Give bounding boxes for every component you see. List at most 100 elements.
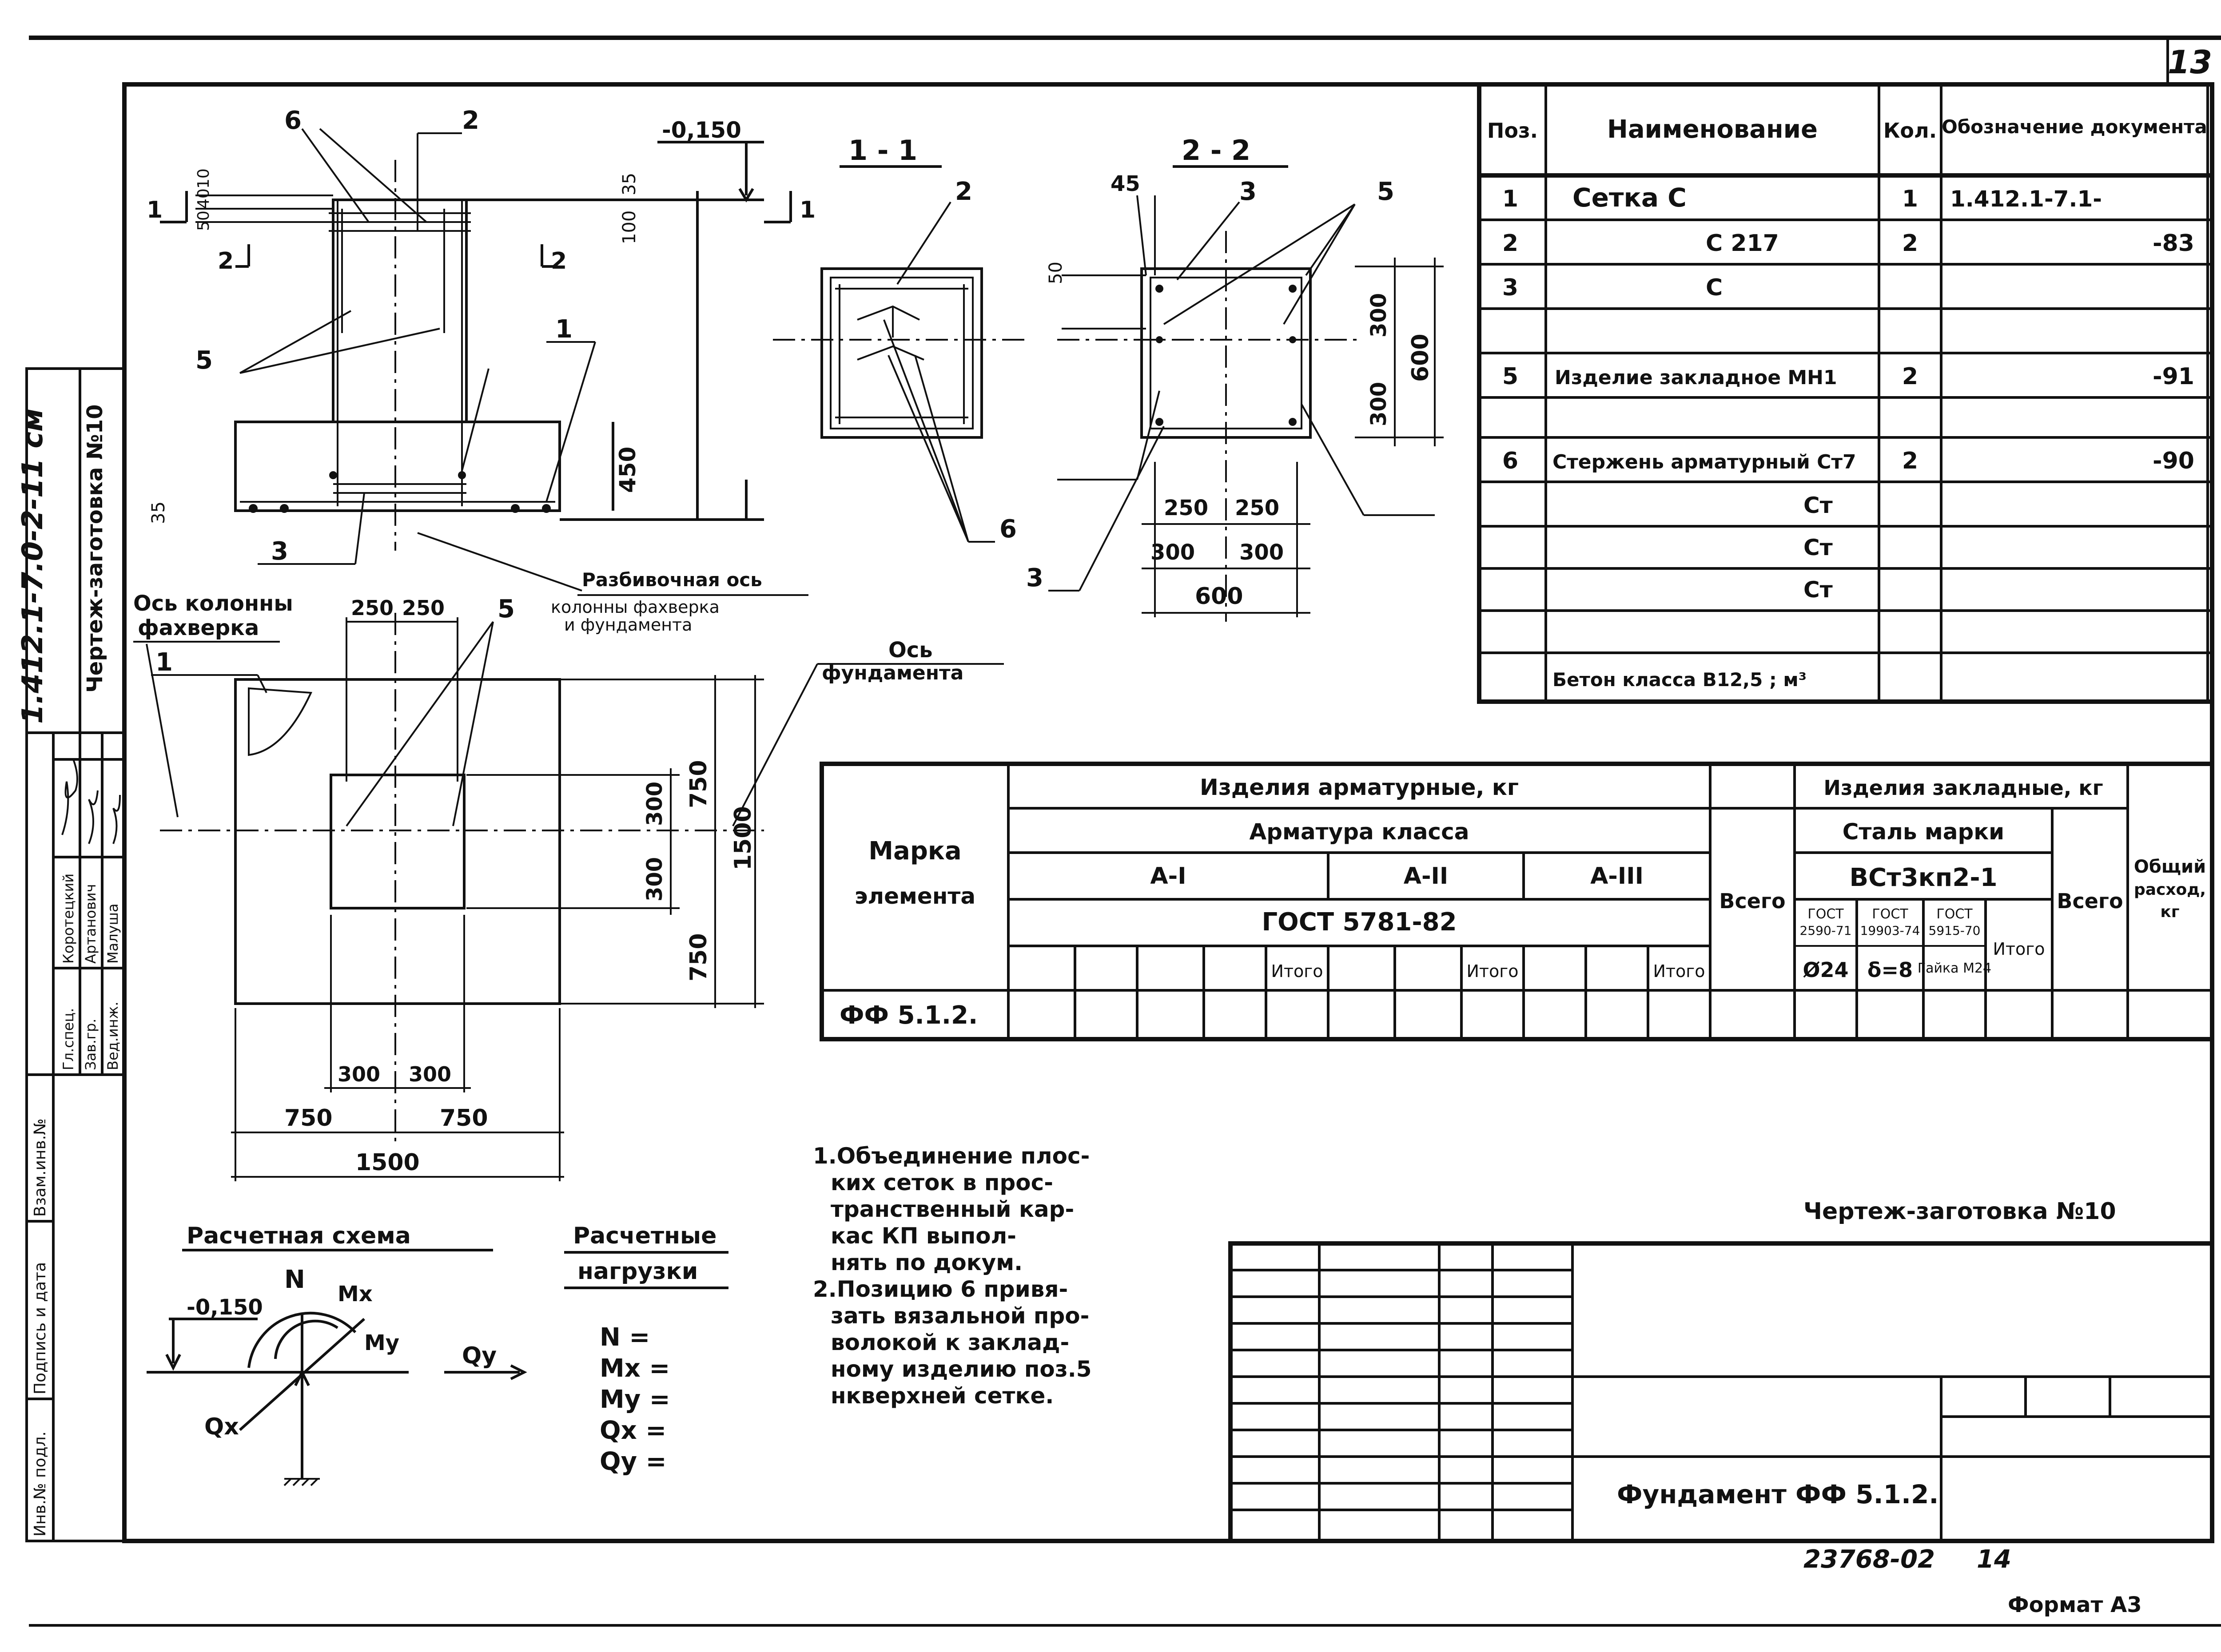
load-Qy: Qy = xyxy=(600,1447,667,1476)
steel-item-dia24: Ø24 xyxy=(1803,958,1848,982)
load-Mx: Mx = xyxy=(600,1354,670,1383)
section-2-2-callout-3-top: 3 xyxy=(1239,177,1257,206)
steel-gost: ГОСТ 5781-82 xyxy=(1262,908,1457,937)
steel-row-mark: ФФ 5.1.2. xyxy=(840,1001,978,1030)
design-scheme-level: -0,150 xyxy=(187,1295,263,1320)
plan-dim-right-1500: 1500 xyxy=(730,806,756,870)
section-1-1-title: 1 - 1 xyxy=(848,134,917,167)
elevation-view: -0,150 1 1 2 2 6 2 5 1 3 40 50 10 35 10 xyxy=(147,106,816,635)
spec-header-doc: Обозначение документа xyxy=(1942,116,2207,138)
elevation-dim-40: 40 xyxy=(195,188,213,209)
plan-dim-top-250-b: 250 xyxy=(402,596,445,620)
plan-dim-right-300-a: 300 xyxy=(642,782,667,826)
plan-callout-5: 5 xyxy=(498,595,515,623)
spec-row-1-doc: 1.412.1-7.1- xyxy=(1950,186,2102,212)
plan-callout-1: 1 xyxy=(155,648,173,677)
steel-overall-1: Общий xyxy=(2134,857,2206,877)
section-2-2-title: 2 - 2 xyxy=(1182,134,1250,167)
spec-row-5-doc: -91 xyxy=(2153,363,2194,390)
section-2-2-dim-250-b: 250 xyxy=(1235,496,1279,520)
plan-dim-right-750-a: 750 xyxy=(685,760,712,808)
steel-item-nut: Гайка М24 xyxy=(1918,961,1991,976)
section-2-2-callout-5: 5 xyxy=(1377,177,1394,206)
note-line-6: 2.Позицию 6 привя- xyxy=(813,1276,1068,1302)
spec-row-1-qty: 1 xyxy=(1902,186,1918,212)
section-2-2-callout-3-bottom: 3 xyxy=(1026,564,1043,592)
loads-block: Расчетные нагрузки N = Mx = My = Qx = Qy… xyxy=(564,1223,728,1476)
section-2-2-dim-300-a: 300 xyxy=(1366,293,1391,338)
spec-row-lines xyxy=(1479,218,2212,654)
section-2-2-dim-50: 50 xyxy=(1046,262,1066,284)
steel-class-a1: A-I xyxy=(1150,863,1186,890)
steel-grade-header: Сталь марки xyxy=(1843,819,2004,845)
footer-format: Формат А3 xyxy=(2008,1592,2142,1617)
note-line-2: ких сеток в прос- xyxy=(831,1170,1053,1195)
steel-overall-2: расход, xyxy=(2134,881,2206,899)
load-Qx: Qx = xyxy=(600,1416,666,1445)
plan-dim-bottom-300-b: 300 xyxy=(409,1062,451,1086)
elevation-level-label: -0,150 xyxy=(662,117,741,143)
design-scheme-title: Расчетная схема xyxy=(187,1223,411,1249)
side-stamp-role-1: Гл.спец. xyxy=(60,1008,77,1070)
steel-gost-col-2-a: ГОСТ xyxy=(1872,906,1908,922)
side-stamp-field-inv: Инв.№ подл. xyxy=(31,1431,49,1537)
spec-row-2-doc: -83 xyxy=(2153,230,2194,257)
steel-total-a2: Итого xyxy=(1466,961,1518,981)
side-stamp-field-sign: Подпись и дата xyxy=(31,1262,49,1394)
side-stamp-name-1: Коротецкий xyxy=(60,874,77,964)
spec-row-6-pos: 6 xyxy=(1502,448,1518,474)
side-stamp-role-3: Вед.инж. xyxy=(104,1001,121,1070)
spec-row-3-name: С xyxy=(1706,274,1723,301)
sheet-number: 13 xyxy=(2168,44,2212,81)
spec-row-st-3: Ст xyxy=(1803,577,1833,603)
title-block: Чертеж-заготовка №10 Фундамент ФФ 5.1.2. xyxy=(1228,1198,2214,1543)
steel-rebar-header: Изделия арматурные, кг xyxy=(1200,774,1519,800)
axis-note-line-3: и фундамента xyxy=(564,615,692,635)
spec-row-5-pos: 5 xyxy=(1502,363,1518,390)
design-scheme: Расчетная схема -0,150 N Mx My Qy Qx xyxy=(147,1223,527,1486)
spec-row-2-qty: 2 xyxy=(1902,230,1918,257)
spec-row-st-2: Ст xyxy=(1803,535,1833,560)
spec-row-concrete: Бетон класса В12,5 ; м³ xyxy=(1552,669,1807,691)
steel-gost-col-1-a: ГОСТ xyxy=(1807,906,1844,922)
plan-dim-bottom-750-a: 750 xyxy=(284,1105,333,1132)
section-mark-2-right: 2 xyxy=(551,248,567,274)
spec-header-qty: Кол. xyxy=(1883,119,1937,143)
spec-row-3-pos: 3 xyxy=(1502,274,1518,301)
steel-gost-col-3-b: 5915-70 xyxy=(1929,923,1981,938)
steel-grade: ВСт3кп2-1 xyxy=(1849,863,1997,892)
note-line-3: транственный кар- xyxy=(831,1196,1074,1222)
steel-total-a3: Итого xyxy=(1653,961,1705,981)
side-stamp-title: Чертеж-заготовка №10 xyxy=(83,405,107,693)
design-scheme-My: My xyxy=(364,1330,399,1355)
steel-class-a2: A-II xyxy=(1404,863,1449,890)
elevation-callout-3: 3 xyxy=(271,537,288,566)
spec-row-1-name: Сетка С xyxy=(1572,183,1687,213)
steel-mark-header-2: элемента xyxy=(855,883,975,909)
steel-class-a3: A-III xyxy=(1590,863,1644,890)
side-stamp: 1.412.1-7.0-2-11 см Чертеж-заготовка №10… xyxy=(16,367,126,1542)
spec-row-1-pos: 1 xyxy=(1502,186,1518,212)
load-My: My = xyxy=(600,1385,670,1414)
section-2-2-callout-45: 45 xyxy=(1110,171,1140,196)
signature-1 xyxy=(61,759,78,835)
plan-axis-foundation-2: фундамента xyxy=(822,662,963,684)
axis-note-line-1: Разбивочная ось xyxy=(582,569,762,591)
spec-row-st-1: Ст xyxy=(1803,492,1833,518)
side-stamp-name-2: Артанович xyxy=(82,884,99,964)
section-1-1-callout-6: 6 xyxy=(999,515,1017,544)
spec-row-5-name: Изделие закладное МН1 xyxy=(1555,366,1837,389)
elevation-callout-2: 2 xyxy=(462,106,479,135)
elevation-callout-6: 6 xyxy=(284,106,302,135)
steel-overall-3: кг xyxy=(2160,903,2179,921)
steel-gost-col-3-a: ГОСТ xyxy=(1936,906,1973,922)
steel-embedded-total: Итого xyxy=(1993,939,2045,959)
note-line-5: нять по докум. xyxy=(831,1250,1023,1275)
steel-embedded-header: Изделия закладные, кг xyxy=(1823,776,2103,800)
steel-gost-col-2-b: 19903-74 xyxy=(1860,923,1920,938)
note-line-9: ному изделию поз.5 xyxy=(831,1356,1092,1382)
steel-rebar-all: Всего xyxy=(1719,889,1785,913)
spec-row-6-doc: -90 xyxy=(2153,448,2194,474)
spec-row-5-qty: 2 xyxy=(1902,363,1918,390)
